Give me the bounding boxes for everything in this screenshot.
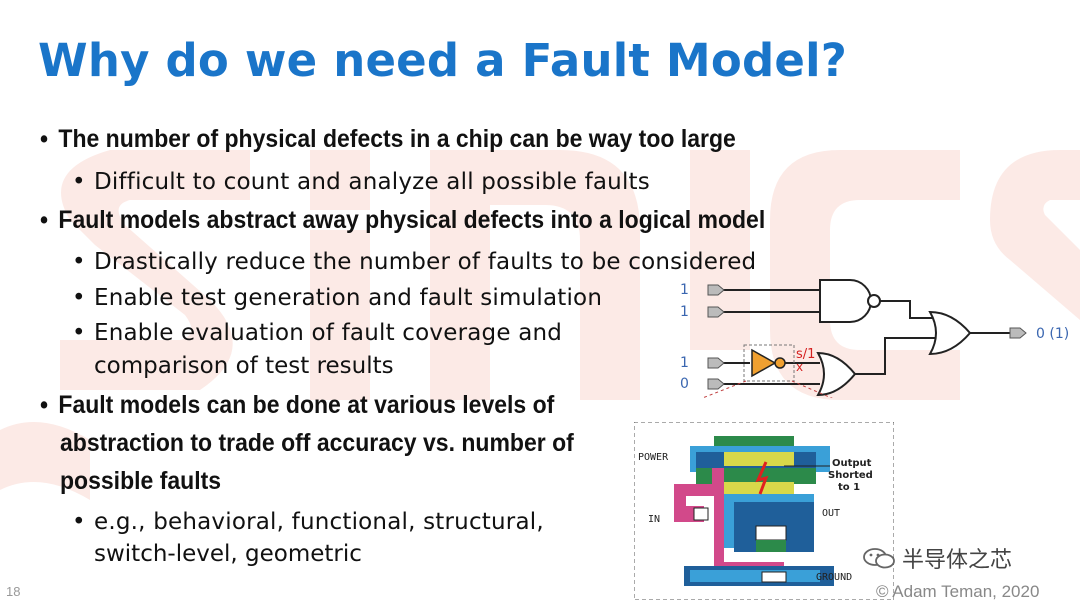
bullet-dot: • [72, 285, 86, 311]
bullet-l1-physical-defects: •The number of physical defects in a chi… [40, 120, 736, 158]
bullet-dot: • [72, 169, 86, 195]
bullet-l2-examples-cont: switch-level, geometric [94, 541, 362, 567]
bullet-l1-levels-of-abstraction: •Fault models can be done at various lev… [40, 386, 554, 424]
physical-layout-diagram: POWER IN OUT GROUND Output Shorted to 1 [634, 422, 894, 600]
annotation-line-1: Output [832, 458, 872, 469]
bullet-l2-fault-coverage: •Enable evaluation of fault coverage and [72, 317, 562, 349]
faulty-inverter [743, 344, 795, 382]
bullet-dot: • [40, 125, 49, 153]
power-label: POWER [638, 452, 669, 463]
input-d-value: 0 [680, 376, 689, 392]
out-label: OUT [822, 508, 840, 519]
bullet-l1-fault-models-abstract: •Fault models abstract away physical def… [40, 201, 765, 239]
bullet-dot: • [72, 320, 86, 346]
bullet-l1-levels-cont-1: abstraction to trade off accuracy vs. nu… [60, 429, 574, 457]
in-label: IN [648, 514, 660, 525]
ground-label: GROUND [816, 572, 852, 583]
fault-x-mark: x [796, 360, 803, 374]
bullet-l2-difficult-count: •Difficult to count and analyze all poss… [72, 166, 650, 198]
bullet-dot: • [72, 509, 86, 535]
bullet-l2-examples: •e.g., behavioral, functional, structura… [72, 506, 544, 538]
bullet-l2-test-generation: •Enable test generation and fault simula… [72, 282, 602, 314]
bullet-l2-fault-coverage-cont: comparison of test results [94, 353, 394, 379]
wechat-caption: 半导体之芯 [902, 547, 1013, 572]
annotation-line-3: to 1 [838, 482, 860, 493]
wechat-icon [863, 548, 895, 569]
output-value: 0 (1) [1036, 326, 1069, 342]
logic-circuit-diagram: 1 1 1 0 s/1 x 0 (1) [680, 279, 1069, 398]
copyright-notice: © Adam Teman, 2020 [876, 582, 1040, 601]
bullet-l2-reduce-faults: •Drastically reduce the number of faults… [72, 246, 756, 278]
input-c-value: 1 [680, 355, 689, 371]
bullet-dot: • [40, 206, 49, 234]
stuck-at-label: s/1 [796, 347, 815, 362]
bullet-dot: • [72, 249, 86, 275]
bullet-l1-levels-cont-2: possible faults [60, 467, 222, 495]
input-b-value: 1 [680, 304, 689, 320]
page-number: 18 [6, 584, 21, 599]
input-a-value: 1 [680, 282, 689, 298]
bullet-dot: • [40, 391, 49, 419]
annotation-line-2: Shorted [828, 470, 873, 481]
slide-title: Why do we need a Fault Model? [38, 34, 848, 87]
